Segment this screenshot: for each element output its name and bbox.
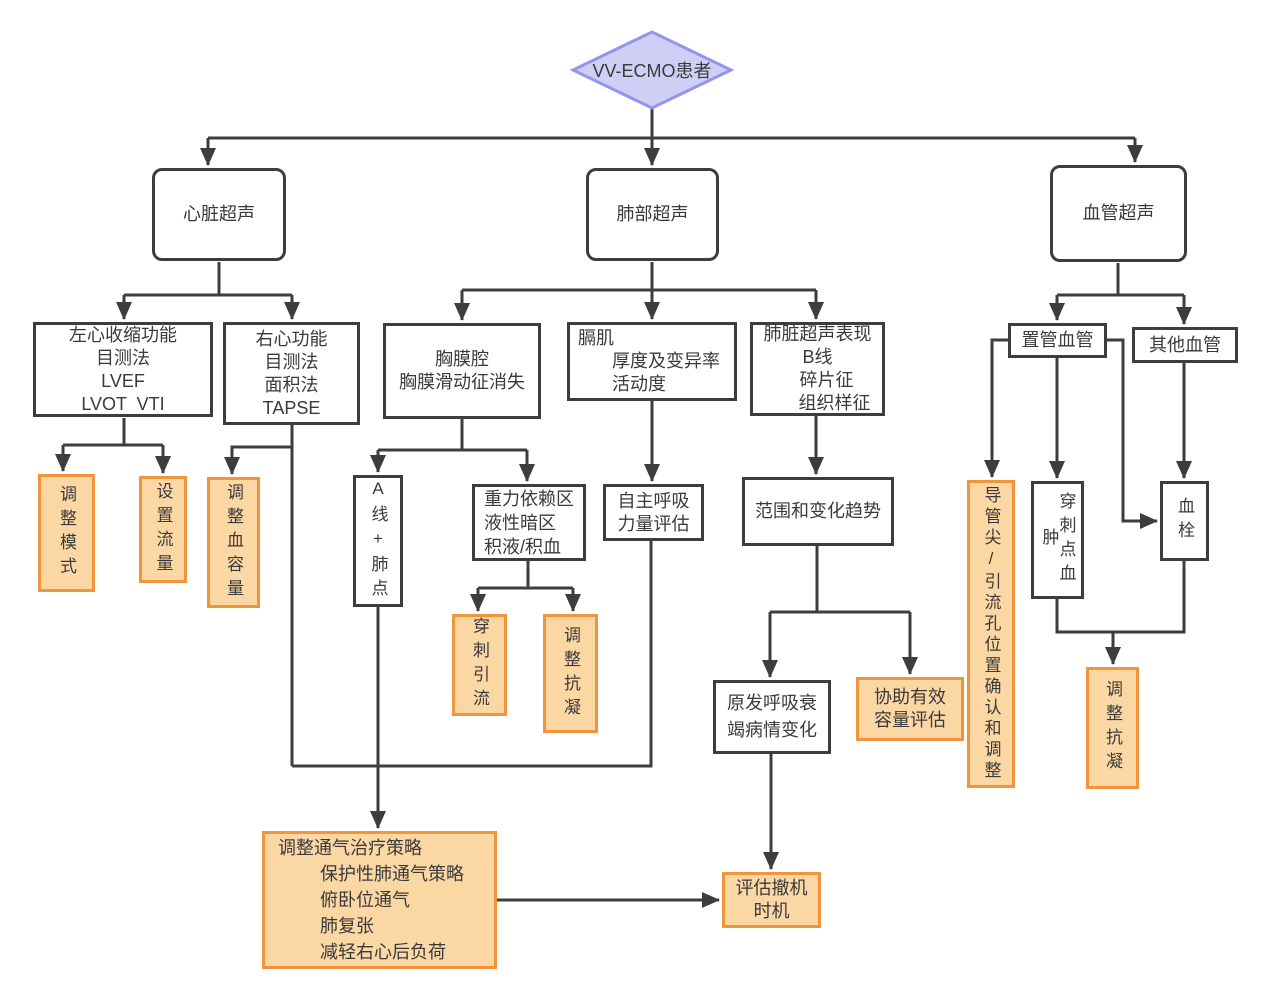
node-gravity-dependent-zone: 重力依赖区液性暗区积液/积血 [472,484,586,561]
node-set-flow: 设置流量 [139,476,187,583]
node-line: 面积法 [264,374,319,395]
node-ventilation-strategy: 调整通气治疗策略保护性肺通气策略俯卧位通气肺复张减轻右心后负荷 [262,831,497,969]
node-line: 液性暗区 [484,512,556,533]
node-line: B线 [802,347,833,367]
node-line: 胸膜滑动征消失 [399,372,525,392]
node-line: 活动度 [612,374,666,394]
node-other-vessels: 其他血管 [1132,327,1238,363]
node-line: 目测法 [264,351,319,372]
node-pleural-cavity: 胸膜腔胸膜滑动征消失 [383,323,541,419]
node-line: TAPSE [262,397,321,418]
node-adjust-anticoagulation-right: 调整抗凝 [1086,667,1139,789]
node-diaphragm: 膈肌厚度及变异率活动度 [567,322,737,401]
node-assist-volume-assessment: 协助有效容量评估 [856,677,964,741]
node-root-label: VV-ECMO患者 [592,61,712,81]
node-root: VV-ECMO患者 [574,52,730,88]
node-line: 积液/积血 [484,536,562,557]
node-line: 容量评估 [874,710,946,730]
node-primary-respiratory-failure-change: 原发呼吸衰竭病情变化 [713,680,831,754]
node-line: 时机 [753,901,790,921]
node-line: 自主呼吸 [617,490,690,511]
node-puncture-site-hematoma: 穿刺点血肿 [1031,481,1084,599]
node-adjust-anticoagulation-mid: 调整抗凝 [543,614,598,733]
node-line: 评估撤机 [735,878,808,898]
node-thrombus: 血栓 [1160,481,1209,561]
node-line: 重力依赖区 [484,488,574,509]
node-line: 保护性肺通气策略 [320,864,464,884]
node-line: 组织样征 [798,393,871,413]
node-line: 竭病情变化 [727,720,817,740]
node-line: 目测法 [96,347,150,368]
node-weaning-assessment: 评估撤机时机 [722,872,821,928]
node-line: 膈肌 [578,328,614,348]
node-line: 肺脏超声表现 [763,324,872,344]
node-line: 减轻右心后负荷 [320,942,446,962]
node-line: 协助有效 [874,687,946,707]
node-adjust-blood-volume: 调整血容量 [207,477,260,608]
node-line: LVOT VTI [81,393,165,414]
node-spontaneous-breathing-assessment: 自主呼吸力量评估 [603,484,704,541]
node-line: 力量评估 [617,513,690,534]
root-diamond [569,30,735,110]
node-line: 调整通气治疗策略 [278,838,422,858]
node-line: 原发呼吸衰 [727,693,817,713]
node-line: 厚度及变异率 [612,351,720,371]
node-lung-signs: 肺脏超声表现 B线碎片征组织样征 [750,322,885,416]
node-a-line-lung-point: A线+肺点 [353,475,403,607]
node-line: LVEF [101,370,145,391]
node-catheter-tip-position: 导管尖/引流孔位置确认和调整 [967,480,1015,788]
node-line: 俯卧位通气 [320,890,410,910]
node-line: 碎片征 [799,370,854,390]
node-cardiac-ultrasound: 心脏超声 [152,168,286,261]
node-lung-ultrasound: 肺部超声 [586,168,719,261]
node-line: 左心收缩功能 [69,324,177,345]
node-adjust-mode: 调整模式 [38,474,95,592]
node-range-and-trend: 范围和变化趋势 [742,477,894,546]
node-line: 肺复张 [320,916,374,936]
node-cannulated-vessels: 置管血管 [1008,323,1107,358]
node-puncture-drainage: 穿刺引流 [452,614,507,716]
node-line: 右心功能 [255,328,328,349]
node-vascular-ultrasound: 血管超声 [1050,165,1187,262]
node-line: 胸膜腔 [435,349,489,369]
